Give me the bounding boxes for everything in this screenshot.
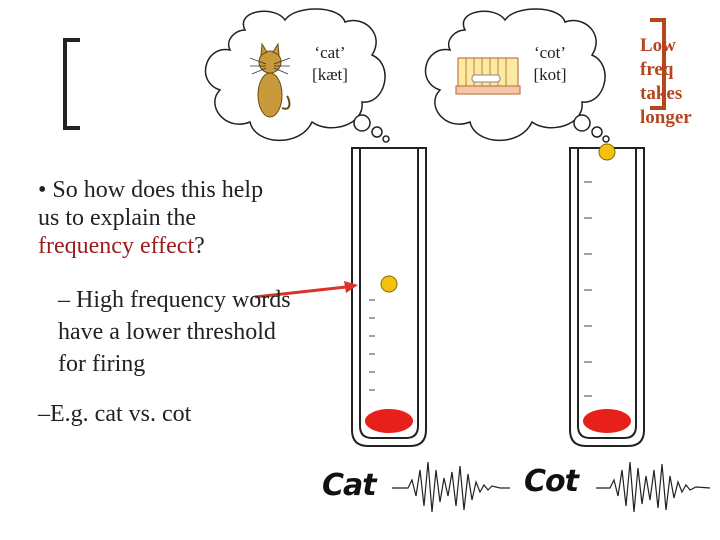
cat-gloss: ‘cat’ — [314, 43, 346, 62]
waveform-cot — [596, 461, 711, 513]
left-bracket — [63, 38, 80, 130]
cat-ipa: [kæt] — [312, 65, 348, 84]
question-prefix: • So how does this help us to explain th… — [38, 177, 264, 231]
cat-figure — [249, 42, 291, 118]
cot-figure — [455, 57, 521, 95]
cat-gloss-block: ‘cat’ [kæt] — [285, 42, 375, 86]
bullet-example: –E.g. cat vs. cot — [38, 401, 192, 427]
right-bracket — [650, 18, 666, 110]
bullet-sub-point: – High frequency words have a lower thre… — [58, 287, 291, 377]
low-freq-line-3: takes — [640, 83, 683, 104]
thought-cloud-cat — [204, 8, 390, 143]
frequency-effect-highlight: frequency effect — [38, 233, 195, 259]
low-freq-line-4: longer — [640, 107, 692, 128]
pointer-arrow — [254, 281, 358, 299]
activation-base-cat — [365, 409, 413, 433]
low-freq-line-1: Low — [640, 35, 676, 56]
waveform-cat — [392, 461, 510, 513]
threshold-marker-cat — [380, 275, 398, 293]
question-suffix: ? — [194, 233, 205, 259]
bullet-question: • So how does this help us to explain th… — [38, 176, 288, 260]
handwritten-cot: Cot — [524, 464, 579, 499]
threshold-marker-cot — [598, 143, 616, 161]
cot-gloss-block: ‘cot’ [kot] — [505, 42, 595, 86]
threshold-tube-cot — [569, 143, 645, 447]
activation-base-cot — [583, 409, 631, 433]
low-freq-note: Low freq takes longer — [640, 34, 720, 130]
low-freq-line-2: freq — [640, 59, 674, 80]
threshold-tube-cat — [351, 147, 427, 447]
handwritten-cat: Cat — [322, 468, 377, 503]
cot-gloss: ‘cot’ — [533, 43, 567, 62]
cot-ipa: [kot] — [533, 65, 567, 84]
